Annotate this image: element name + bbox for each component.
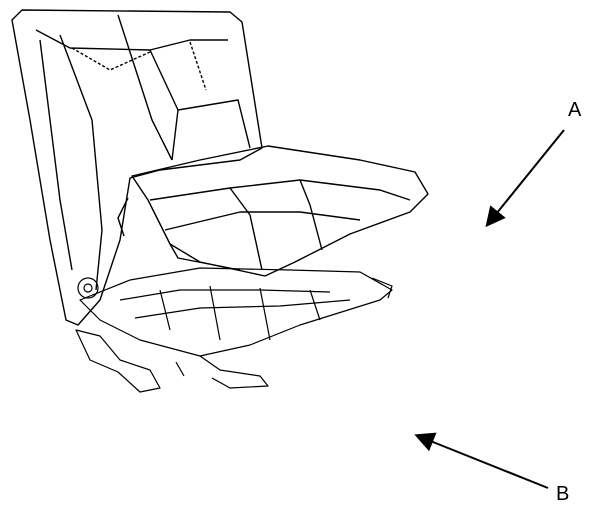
seat-frame xyxy=(75,267,393,393)
arrow-b xyxy=(414,432,549,489)
arrow-a xyxy=(485,129,565,228)
seatback xyxy=(11,9,263,326)
seat-cushion xyxy=(117,145,429,277)
callout-label-a: A xyxy=(568,99,582,121)
callout-label-b: B xyxy=(556,483,570,505)
